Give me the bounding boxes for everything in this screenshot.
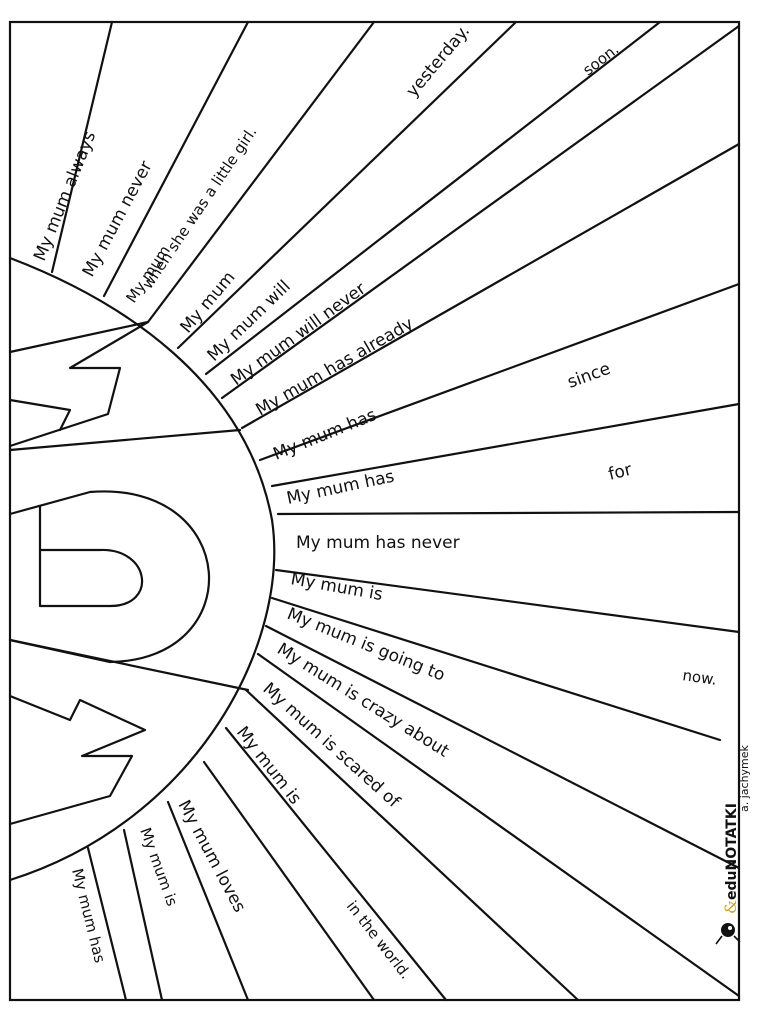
prompt-text: now. [681, 666, 718, 689]
sun-ray-lines [50, 20, 741, 1002]
prompt-text: yesterday. [403, 21, 475, 101]
brand-ampersand: & [721, 900, 740, 914]
prompt-labels: My mum always My mum never My mum when s… [30, 21, 718, 982]
bird-icon [721, 923, 735, 937]
prompt-text: My mum has already [253, 314, 417, 421]
sun-half-circle [8, 256, 276, 882]
publisher-logo: & eduNOTATKI a. jachymek [715, 744, 751, 945]
page-border [8, 20, 741, 1002]
prompt-text: for [606, 460, 634, 485]
brand-name: eduNOTATKI [724, 803, 740, 900]
brand-author: a. jachymek [738, 744, 751, 812]
prompt-text: My mum is [136, 825, 181, 908]
prompt-text: My mum is [289, 569, 384, 605]
prompt-text: My mum loves [174, 797, 250, 916]
prompt-text: since [565, 359, 613, 393]
prompt-text: soon. [579, 40, 622, 79]
sun-face [8, 320, 250, 826]
prompt-text: My mum has never [296, 533, 460, 553]
prompt-text: My mum has [270, 405, 379, 465]
prompt-text: when she was a little girl. [138, 123, 260, 292]
prompt-text: My mum has [68, 867, 109, 965]
prompt-text: My mum always [30, 128, 100, 263]
